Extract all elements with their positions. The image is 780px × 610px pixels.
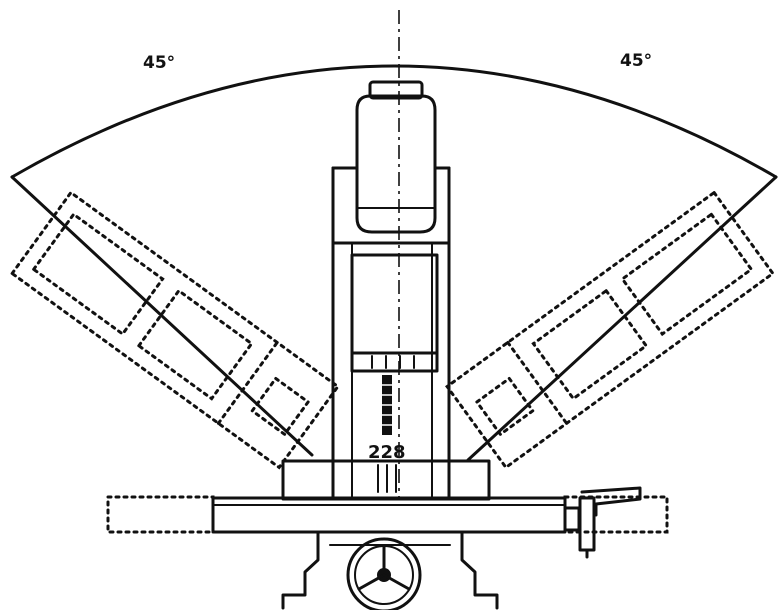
base [281,530,499,610]
angle-label-left: 45° [143,53,175,73]
angle-label-right: 45° [620,51,652,71]
feed-screw [377,375,397,493]
table-travel-left-phantom [106,495,215,534]
handwheel-icon [346,537,422,610]
left-tilted-head-phantom [10,190,340,470]
table [211,496,567,534]
clamp-lever-icon [563,486,642,559]
part-number-label: 228 [368,442,406,463]
right-tilted-head-phantom [445,190,775,470]
tilt-arc [10,64,778,462]
spindle-motor [355,80,437,234]
quill-housing [350,253,439,373]
